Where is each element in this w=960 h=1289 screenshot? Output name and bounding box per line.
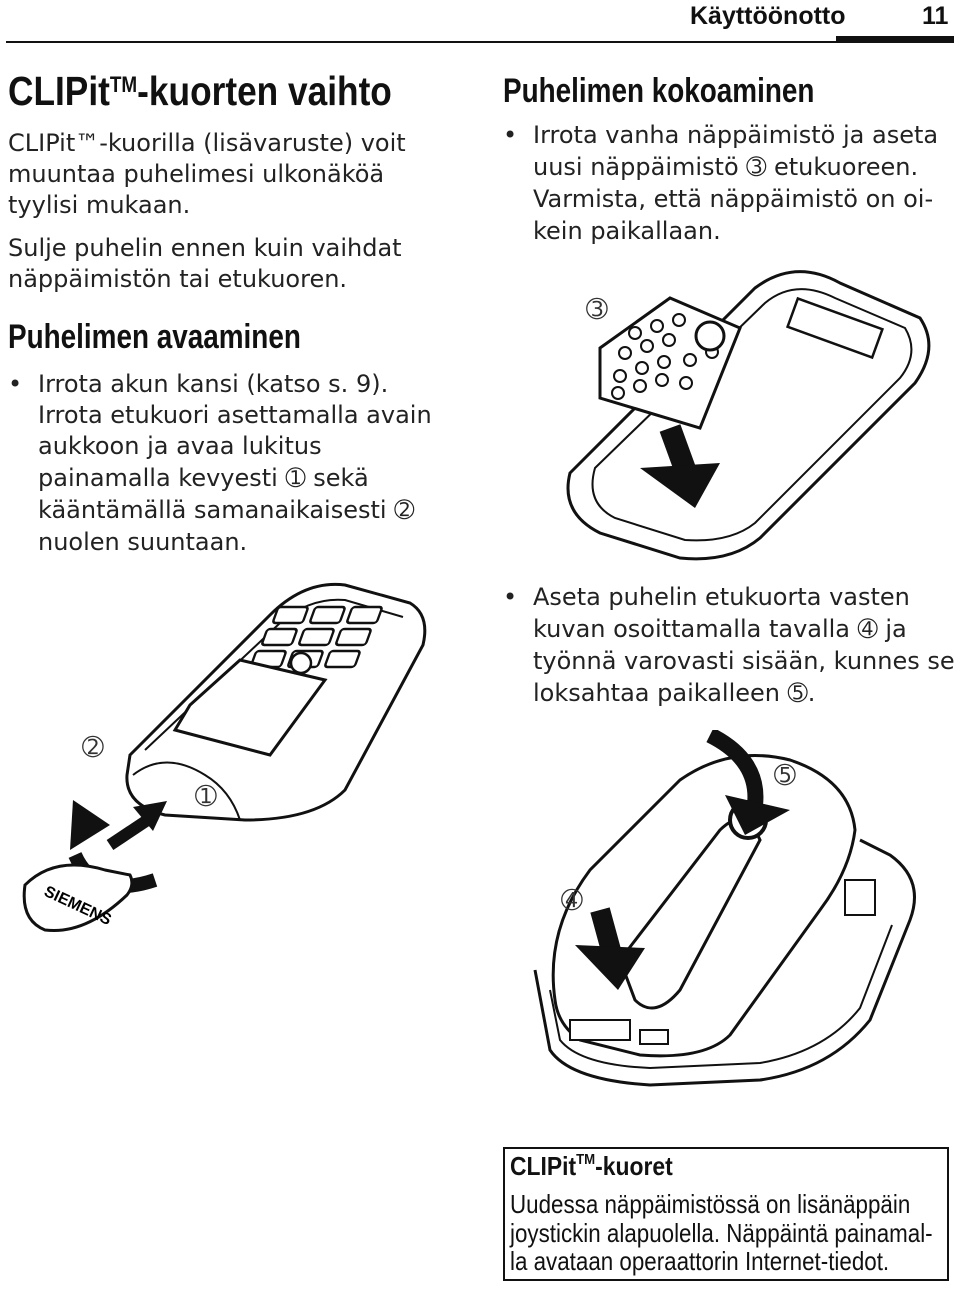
infobox-line: la avataan operaattorin Internet-tiedot. <box>510 1246 890 1276</box>
bullet-item: •Aseta puhelin etukuorta vasten <box>503 583 910 611</box>
bullet-item: •Irrota vanha näppäimistö ja aseta <box>503 121 939 149</box>
step-label-2: ➁ <box>82 733 104 763</box>
bullet-continuation: uusi näppäimistö ➂ etukuoreen. <box>533 153 919 181</box>
infobox <box>503 1147 949 1281</box>
bullet-continuation: nuolen suuntaan. <box>38 528 248 556</box>
bullet-item: •Irrota akun kansi (katso s. 9). <box>8 370 389 398</box>
intro-line: Sulje puhelin ennen kuin vaihdat <box>8 234 402 262</box>
intro-line: muuntaa puhelimesi ulkonäköä <box>8 160 385 188</box>
step-label-1: ➀ <box>195 782 217 812</box>
bullet-continuation: painamalla kevyesti ➀ sekä <box>38 464 369 492</box>
step-label-3: ➂ <box>586 295 608 325</box>
step-label-4: ➃ <box>561 886 583 916</box>
header-rule <box>6 41 954 43</box>
bullet-continuation: työnnä varovasti sisään, kunnes se <box>533 647 955 675</box>
running-header-section: Käyttöönotto <box>690 2 846 30</box>
step-label-5: ➄ <box>774 761 796 791</box>
section-heading-opening: Puhelimen avaaminen <box>8 318 301 356</box>
intro-line: CLIPit™-kuorilla (lisävaruste) voit <box>8 129 406 157</box>
illustration-phone-assemble <box>533 730 916 1087</box>
header-tab-bar <box>836 36 954 43</box>
page-title: CLIPitTM-kuorten vaihto <box>8 68 392 114</box>
bullet-continuation: kääntämällä samanaikaisesti ➁ <box>38 496 415 524</box>
section-heading-assembly: Puhelimen kokoaminen <box>503 72 815 110</box>
bullet-continuation: loksahtaa paikalleen ➄. <box>533 679 816 707</box>
intro-line: näppäimistön tai etukuoren. <box>8 265 348 293</box>
page-number: 11 <box>922 2 949 30</box>
infobox-line: joystickin alapuolella. Näppäintä painam… <box>510 1218 933 1248</box>
infobox-title: CLIPitTM-kuoret <box>510 1151 673 1181</box>
intro-line: tyylisi mukaan. <box>8 191 191 219</box>
bullet-continuation: Varmista, että näppäimistö on oi- <box>533 185 934 213</box>
infobox-line: Uudessa näppäimistössä on lisänäppäin <box>510 1189 911 1219</box>
bullet-continuation: kein paikallaan. <box>533 217 721 245</box>
illustration-phone-opening: SIEMENS <box>22 582 427 933</box>
illustration-keypad-insert <box>566 270 931 561</box>
bullet-continuation: Irrota etukuori asettamalla avain <box>38 401 432 429</box>
bullet-continuation: aukkoon ja avaa lukitus <box>38 432 322 460</box>
bullet-continuation: kuvan osoittamalla tavalla ➃ ja <box>533 615 907 643</box>
